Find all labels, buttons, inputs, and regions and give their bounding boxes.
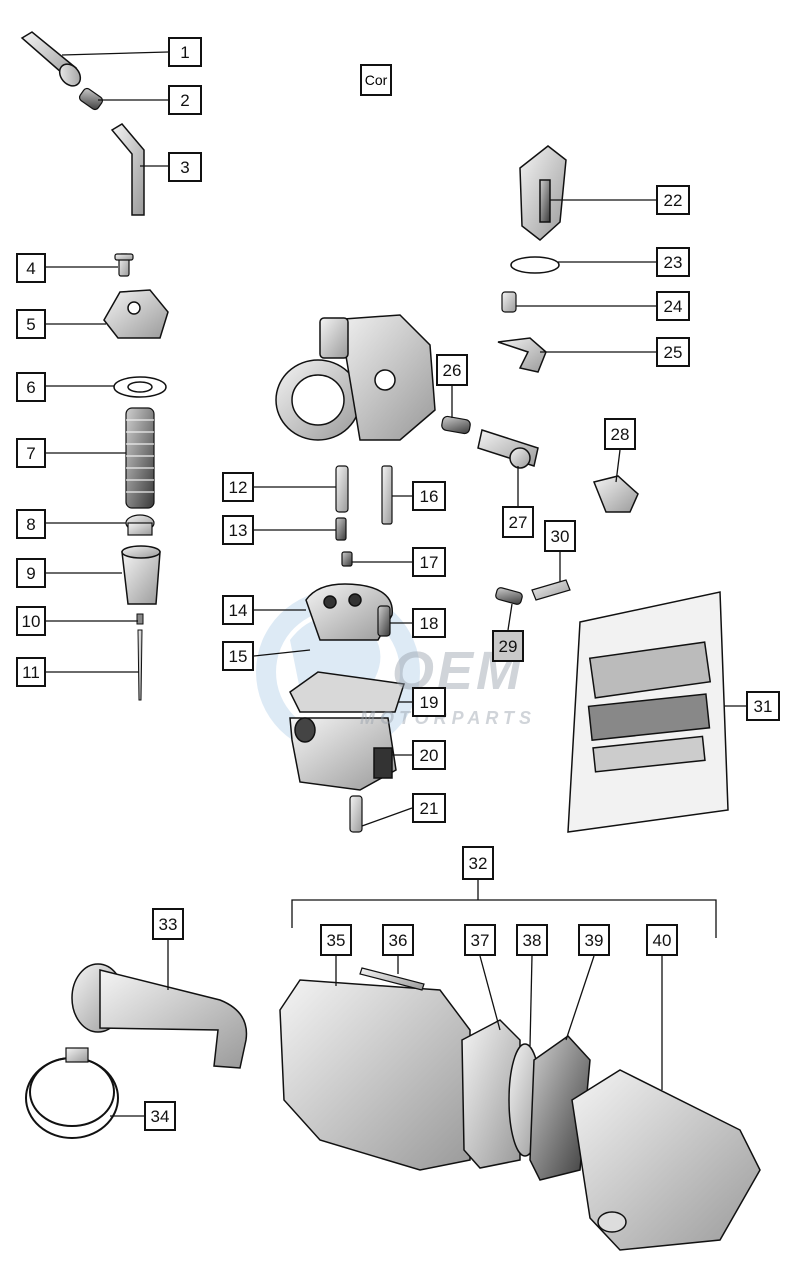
gasket-packet-drawing: [567, 591, 729, 833]
callout-33: 33: [152, 908, 184, 940]
part-21-drawing: [349, 795, 363, 833]
part-16-drawing: [381, 465, 393, 525]
callout-26: 26: [436, 354, 468, 386]
callout-3: 3: [168, 152, 202, 182]
callout-12: 12: [222, 472, 254, 502]
callout-18: 18: [412, 608, 446, 638]
callout-21: 21: [412, 793, 446, 823]
callout-20: 20: [412, 740, 446, 770]
corner-tag: Cor: [360, 64, 392, 96]
part-2-drawing: [78, 87, 104, 111]
part-10-drawing: [136, 613, 144, 625]
callout-35: 35: [320, 924, 352, 956]
callout-2: 2: [168, 85, 202, 115]
part-7-drawing: [125, 407, 155, 509]
part-22-drawing: [519, 145, 567, 241]
part-25-drawing: [497, 337, 547, 373]
callout-10: 10: [16, 606, 46, 636]
part-37-drawing: [461, 1019, 521, 1169]
part-14-drawing: [305, 583, 393, 641]
part-13-drawing: [335, 517, 347, 541]
callout-1: 1: [168, 37, 202, 67]
callout-23: 23: [656, 247, 690, 277]
part-6-drawing: [113, 376, 167, 398]
callout-17: 17: [412, 547, 446, 577]
callout-19: 19: [412, 687, 446, 717]
callout-25: 25: [656, 337, 690, 367]
part-11-drawing: [137, 629, 143, 701]
part-27-drawing: [477, 429, 539, 469]
callout-38: 38: [516, 924, 548, 956]
part-30-drawing: [531, 579, 571, 601]
part-1-drawing: [20, 31, 82, 87]
callout-7: 7: [16, 438, 46, 468]
callout-37: 37: [464, 924, 496, 956]
part-18-drawing: [377, 605, 391, 637]
part-23-drawing: [510, 256, 560, 274]
callout-13: 13: [222, 515, 254, 545]
callout-4: 4: [16, 253, 46, 283]
part-33-drawing: [71, 963, 248, 1069]
part-5-drawing: [103, 289, 169, 339]
callout-6: 6: [16, 372, 46, 402]
part-17-drawing: [341, 551, 353, 567]
part-4-drawing: [114, 253, 134, 277]
leader-lines: [46, 51, 746, 1117]
part-26-drawing: [441, 415, 471, 435]
callout-5: 5: [16, 309, 46, 339]
callout-15: 15: [222, 641, 254, 671]
part-3-drawing: [110, 123, 145, 216]
part-35-drawing: [279, 979, 471, 1171]
callout-22: 22: [656, 185, 690, 215]
callout-32: 32: [462, 846, 494, 880]
callout-28: 28: [604, 418, 636, 450]
callout-40: 40: [646, 924, 678, 956]
callout-11: 11: [16, 657, 46, 687]
part-24-drawing: [501, 291, 517, 313]
callout-39: 39: [578, 924, 610, 956]
callout-30: 30: [544, 520, 576, 552]
part-20-drawing: [289, 717, 397, 791]
part-12-drawing: [335, 465, 349, 513]
part-28-drawing: [592, 475, 639, 513]
part-36-drawing: [359, 967, 425, 991]
callout-14: 14: [222, 595, 254, 625]
callout-36: 36: [382, 924, 414, 956]
callout-27: 27: [502, 506, 534, 538]
callout-9: 9: [16, 558, 46, 588]
part-34-drawing: [25, 1047, 119, 1139]
part-40-drawing: [571, 1069, 761, 1251]
callout-16: 16: [412, 481, 446, 511]
callout-8: 8: [16, 509, 46, 539]
part-9-drawing: [121, 545, 161, 605]
callout-34: 34: [144, 1101, 176, 1131]
carburettor-body-drawing: [275, 314, 436, 441]
watermark-subtitle: MOTORPARTS: [360, 708, 537, 728]
part-19-drawing: [289, 671, 405, 713]
part-29-drawing: [495, 587, 523, 605]
callout-24: 24: [656, 291, 690, 321]
callout-29: 29: [492, 630, 524, 662]
callout-31: 31: [746, 691, 780, 721]
part-8-drawing: [125, 514, 155, 536]
